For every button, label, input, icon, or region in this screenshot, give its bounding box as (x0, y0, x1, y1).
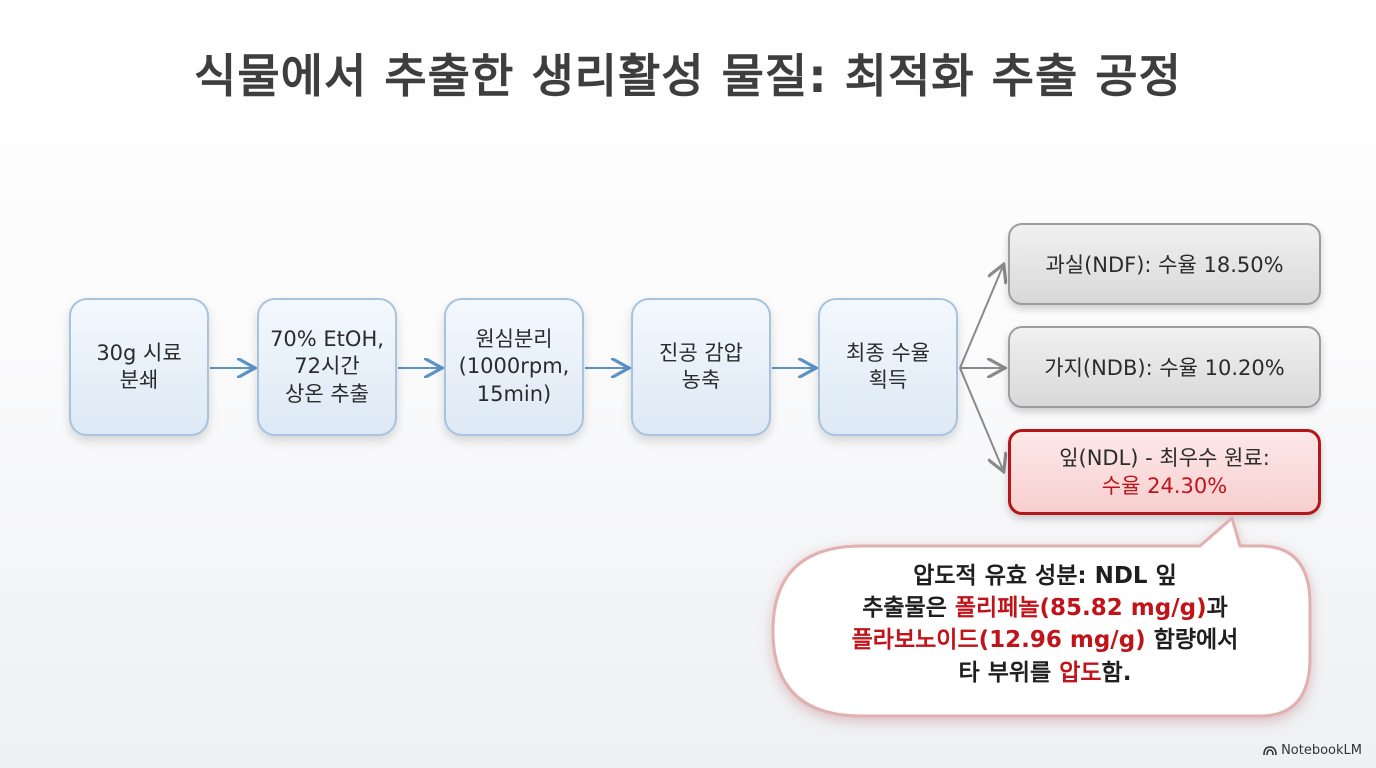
result-branch: 가지(NDB): 수율 10.20% (1008, 326, 1321, 408)
dominance-highlight: 압도 (1059, 659, 1102, 686)
result-leaf-best: 잎(NDL) - 최우수 원료: 수율 24.30% (1008, 429, 1321, 515)
callout-line-4: 타 부위를 압도함. (958, 659, 1132, 686)
callout-line-1: 압도적 유효 성분: NDL 잎 (913, 563, 1177, 589)
polyphenol-highlight: 폴리페놀(85.82 mg/g) (954, 595, 1207, 622)
result-yield: 수율 24.30% (1101, 474, 1228, 498)
step-label: 30g 시료 분쇄 (96, 340, 182, 392)
branch-arrow-fruit (959, 266, 1003, 369)
step-centrifuge: 원심분리 (1000rpm, 15min) (444, 298, 584, 436)
branch-arrow-leaf (959, 367, 1003, 470)
callout-line-3: 플라보노이드(12.96 mg/g) 함량에서 (851, 627, 1239, 654)
brand-watermark: NotebookLM (1263, 743, 1362, 758)
result-label: 과실(NDF): 수율 18.50% (1045, 253, 1284, 277)
step-label: 진공 감압 농축 (659, 340, 743, 392)
callout-line-2: 추출물은 폴리페놀(85.82 mg/g)과 (862, 595, 1228, 622)
step-label: 원심분리 (1000rpm, 15min) (458, 327, 570, 406)
brand-label: NotebookLM (1281, 743, 1362, 758)
step-grinding: 30g 시료 분쇄 (69, 298, 209, 436)
page-title: 식물에서 추출한 생리활성 물질: 최적화 추출 공정 (194, 49, 1182, 103)
result-fruit: 과실(NDF): 수율 18.50% (1008, 223, 1321, 305)
callout-text: 압도적 유효 성분: NDL 잎 추출물은 폴리페놀(85.82 mg/g)과 … (790, 560, 1300, 689)
step-concentration: 진공 감압 농축 (631, 298, 771, 436)
step-label: 70% EtOH, 72시간 상온 추출 (270, 327, 384, 406)
step-extraction: 70% EtOH, 72시간 상온 추출 (257, 298, 397, 436)
step-final-yield: 최종 수율 획득 (818, 298, 958, 436)
step-label: 최종 수율 획득 (846, 340, 930, 392)
notebooklm-logo-icon (1263, 745, 1277, 755)
result-label: 가지(NDB): 수율 10.20% (1044, 356, 1285, 380)
result-label: 잎(NDL) - 최우수 원료: (1059, 445, 1270, 470)
flavonoid-highlight: 플라보노이드(12.96 mg/g) (851, 627, 1146, 654)
